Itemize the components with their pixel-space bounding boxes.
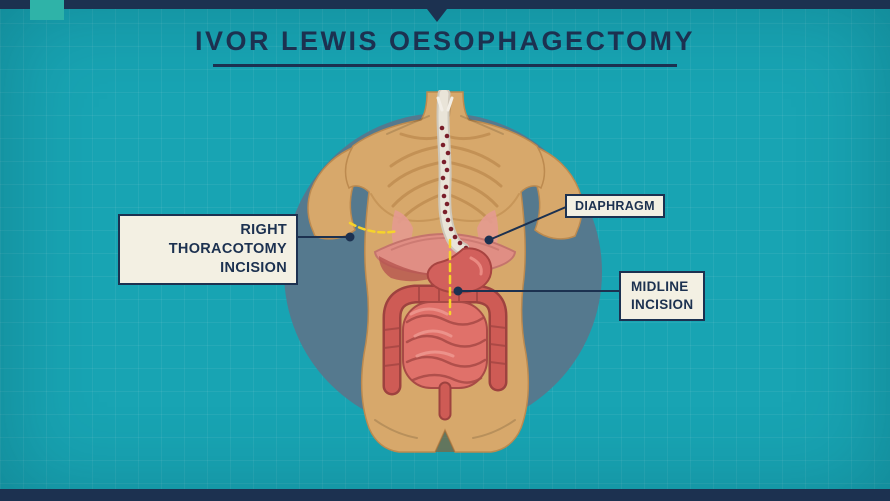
groin-notch: [435, 430, 455, 452]
label-midline-line2: INCISION: [631, 297, 694, 313]
page-title: IVOR LEWIS OESOPHAGECTOMY: [194, 26, 696, 56]
top-bar: [0, 0, 890, 9]
body-shading: [374, 99, 516, 439]
top-marker-triangle: [427, 9, 447, 22]
label-right-thoracotomy-incision: RIGHT THORACOTOMY INCISION: [118, 214, 298, 285]
label-midline-line1: MIDLINE: [631, 279, 689, 294]
torso-illustration: [307, 90, 583, 453]
label-right-thoracotomy-line2: INCISION: [220, 259, 287, 276]
large-intestine: [382, 284, 508, 396]
label-diaphragm-text: DIAPHRAGM: [575, 199, 655, 213]
title-underline: [213, 64, 677, 67]
corner-tab: [30, 0, 64, 20]
small-intestine: [402, 301, 488, 389]
oesophagus: [436, 90, 477, 261]
label-diaphragm: DIAPHRAGM: [565, 194, 665, 218]
label-midline-incision: MIDLINE INCISION: [619, 271, 706, 322]
bottom-bar: [0, 489, 890, 501]
stomach: [426, 247, 493, 294]
incision-thoracotomy: [348, 221, 400, 234]
label-right-thoracotomy-line1: RIGHT THORACOTOMY: [168, 222, 287, 257]
